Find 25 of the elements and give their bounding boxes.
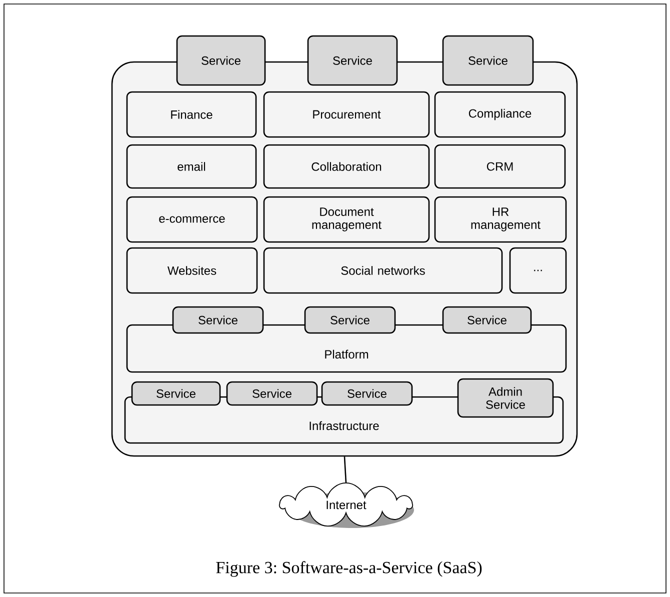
service-box: Service <box>321 381 413 406</box>
application-box: Finance <box>126 91 257 138</box>
service-box: Service <box>304 306 396 334</box>
application-box: CRM <box>434 144 566 189</box>
service-box: Service <box>442 306 532 334</box>
service-box: Service <box>131 381 221 406</box>
connector-line <box>344 456 347 483</box>
application-box: ... <box>509 247 567 294</box>
service-box: Service <box>307 35 398 86</box>
figure-caption: Figure 3: Software-as-a-Service (SaaS) <box>216 561 482 577</box>
application-box: Document management <box>263 196 430 243</box>
service-box: Service <box>226 381 318 406</box>
application-box: HR management <box>434 196 567 243</box>
service-box: Service <box>176 35 266 86</box>
application-box: Collaboration <box>263 144 430 189</box>
application-box: Websites <box>126 247 258 294</box>
application-box: email <box>126 144 257 189</box>
application-box: e-commerce <box>126 196 258 243</box>
application-box: Procurement <box>263 91 430 138</box>
application-box: Social networks <box>263 247 503 294</box>
internet-cloud: Internet <box>278 482 414 527</box>
service-box: Admin Service <box>457 378 554 418</box>
service-box: Service <box>172 306 264 334</box>
application-box: Compliance <box>434 91 566 138</box>
service-box: Service <box>442 35 534 86</box>
